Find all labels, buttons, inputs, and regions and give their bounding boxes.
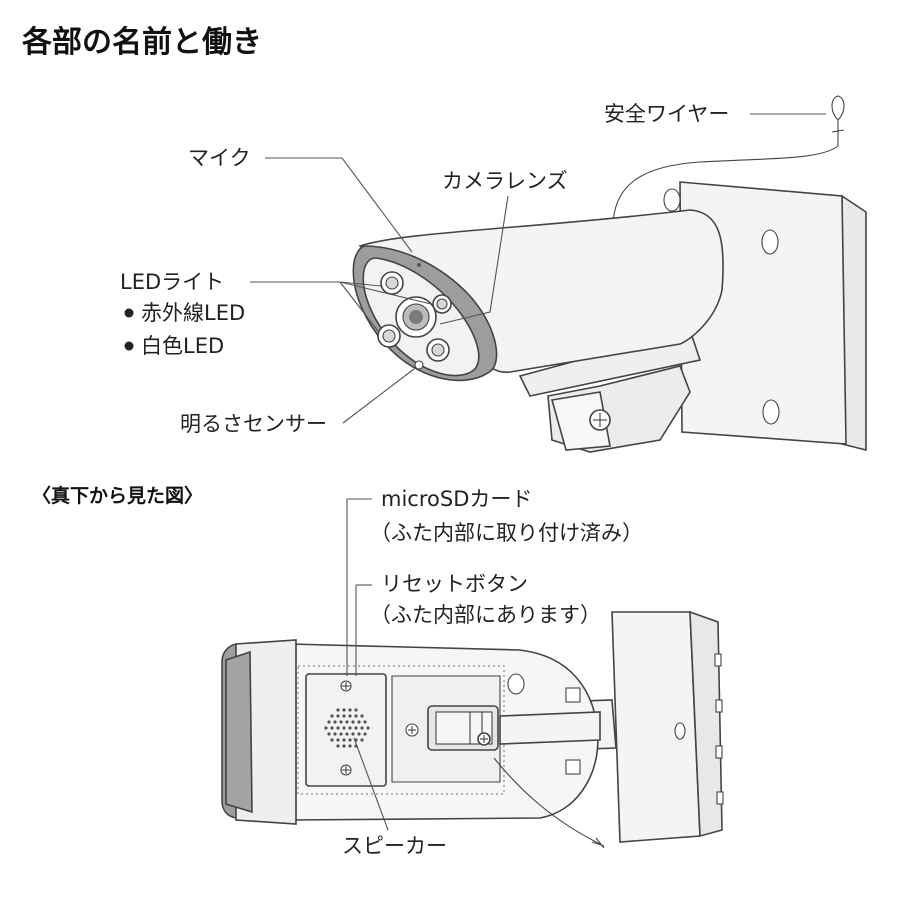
- bottom-wall-plate: [611, 610, 724, 843]
- label-safety-wire: 安全ワイヤー: [604, 102, 729, 126]
- label-reset-note: （ふた内部にあります）: [370, 603, 601, 627]
- light-sensor: [414, 360, 424, 370]
- mic-hole: [417, 263, 421, 267]
- label-microsd: microSDカード: [381, 487, 532, 511]
- bottom-bracket: [427, 673, 601, 775]
- bottom-view-heading: 〈真下から見た図〉: [32, 484, 203, 507]
- speaker-plate: [305, 673, 387, 787]
- label-led-light: LEDライト: [120, 270, 224, 294]
- bullet-white-led: [124, 341, 134, 351]
- bullet-ir-led: [124, 308, 134, 318]
- label-white-led: 白色LED: [141, 334, 224, 358]
- label-mic: マイク: [188, 146, 251, 170]
- bottom-leader-lines: [346, 498, 389, 831]
- bottom-safety-wire: [493, 757, 601, 845]
- label-camera-lens: カメラレンズ: [442, 169, 568, 193]
- camera-bottom-view: [221, 610, 724, 849]
- label-speaker: スピーカー: [342, 834, 447, 858]
- safety-wire: [612, 145, 839, 231]
- label-reset: リセットボタン: [381, 572, 528, 596]
- camera-top-view: [352, 95, 867, 453]
- page-title: 各部の名前と働き: [21, 25, 262, 60]
- safety-wire-loop: [831, 95, 845, 146]
- top-leader-lines: [250, 113, 826, 424]
- camera-body: [358, 209, 724, 373]
- speaker-grille: [324, 708, 370, 748]
- label-light-sensor: 明るさセンサー: [180, 412, 327, 436]
- label-ir-led: 赤外線LED: [141, 301, 245, 325]
- label-microsd-note: （ふた内部に取り付け済み）: [370, 521, 643, 545]
